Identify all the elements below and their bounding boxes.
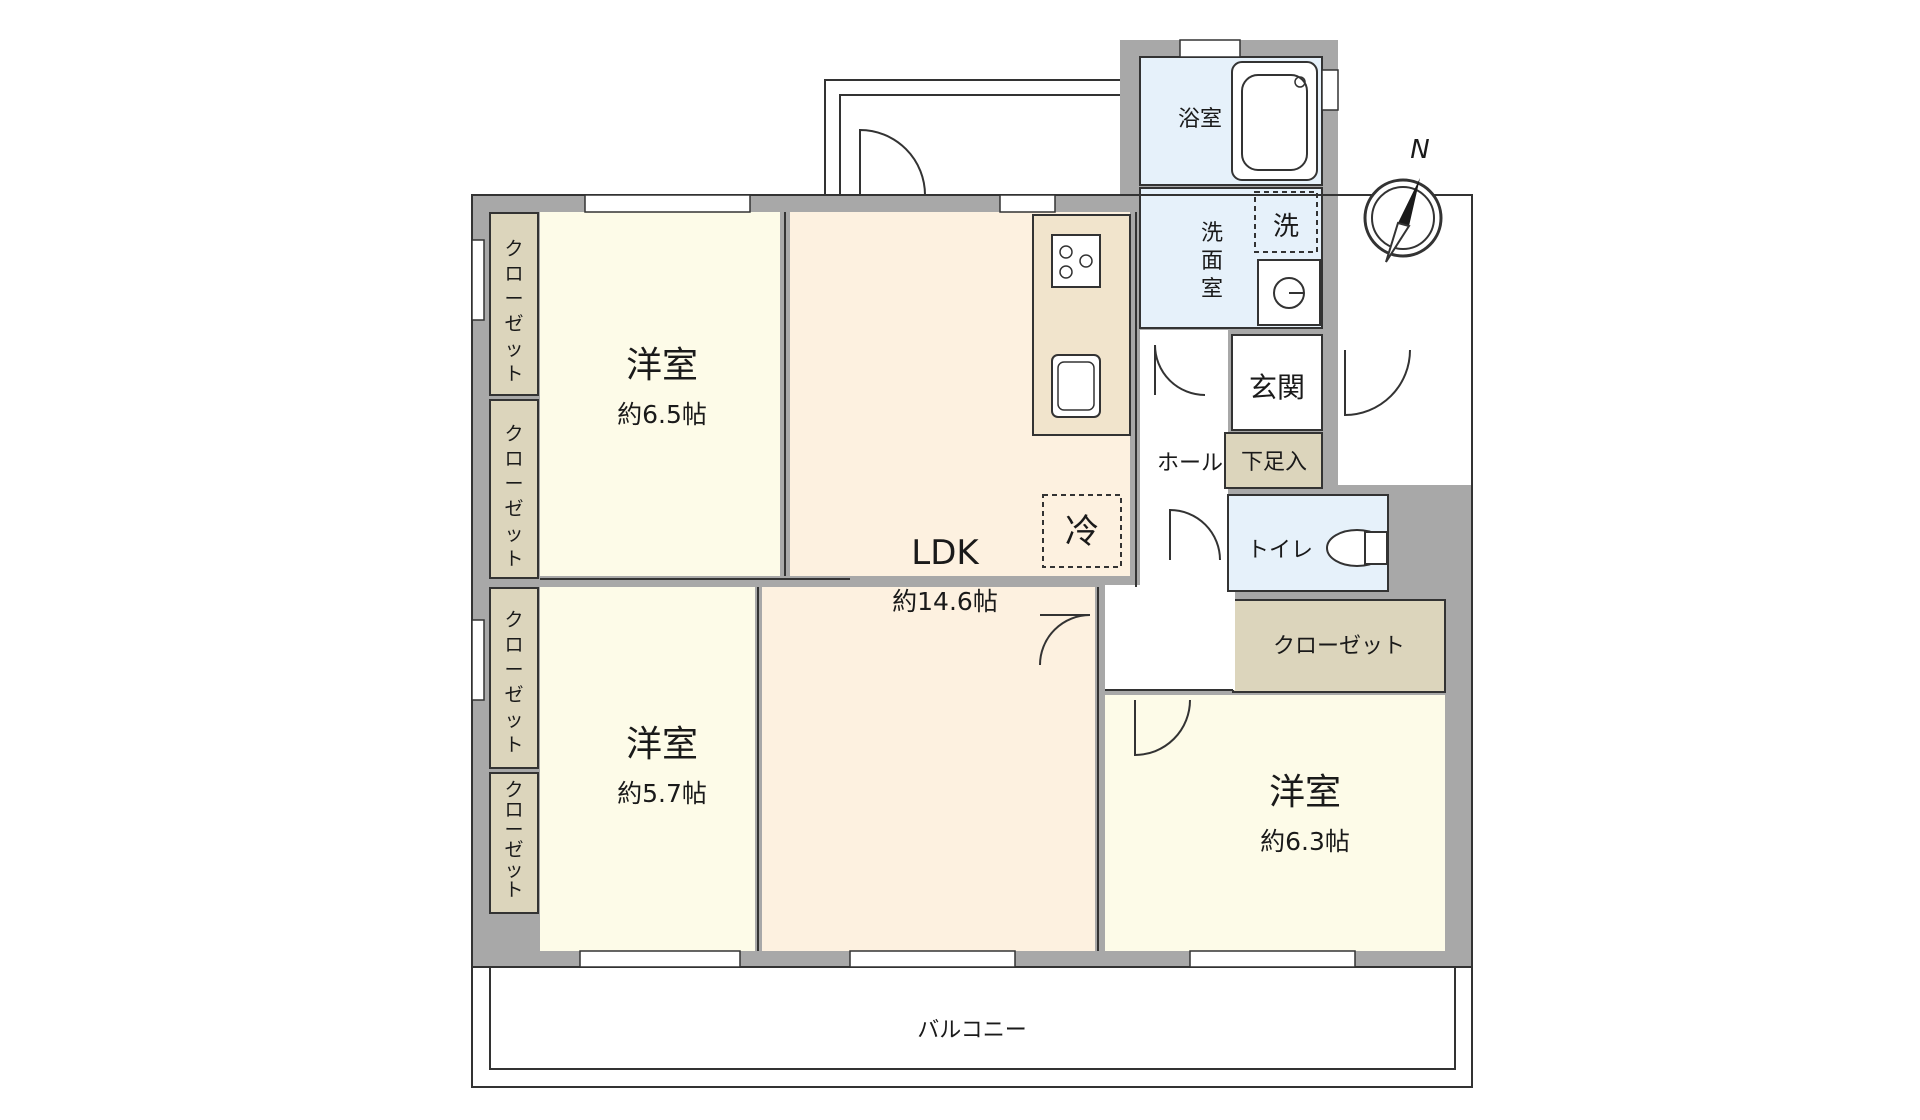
fridge-space: 冷	[1042, 494, 1122, 568]
closet-char: ク	[504, 423, 523, 445]
closet-char: ク	[504, 609, 523, 631]
closet-char: ト	[504, 548, 523, 570]
room-name-western-1: 洋室	[626, 345, 698, 386]
room-name-toilet: トイレ	[1247, 538, 1313, 563]
closet-char: ロ	[504, 799, 523, 821]
labels: 洋室 約6.5帖 洋室 約5.7帖 洋室 約6.3帖 LDK 約14.6帖 浴室…	[617, 107, 1405, 1043]
bathtub-icon	[1231, 61, 1318, 181]
washer-label: 洗	[1273, 212, 1299, 242]
closet-char: ー	[504, 819, 523, 841]
washroom-char-3: 室	[1201, 277, 1223, 302]
closet-left-1: ク ロ ー ゼ ッ ト	[504, 238, 523, 385]
room-name-western-2: 洋室	[626, 724, 698, 765]
room-area-ldk: 約14.6帖	[892, 587, 998, 616]
room-name-entrance: 玄関	[1249, 371, 1305, 404]
closet-left-3: ク ロ ー ゼ ッ ト	[504, 609, 523, 756]
washer-space: 洗	[1254, 191, 1318, 253]
fridge-label: 冷	[1065, 512, 1099, 552]
stove-icon	[1051, 234, 1101, 288]
room-area-western-3: 約6.3帖	[1260, 827, 1350, 856]
closet-char: ッ	[504, 338, 523, 360]
closet-char: ク	[504, 779, 523, 801]
closet-char: ト	[504, 363, 523, 385]
closet-label-large: クローゼット	[1273, 634, 1405, 659]
toilet-icon	[1326, 529, 1388, 567]
door-swings	[859, 128, 1411, 757]
closet-char: ゼ	[504, 313, 523, 335]
closet-left-4: ク ロ ー ゼ ッ ト	[504, 779, 523, 901]
closet-char: ゼ	[504, 684, 523, 706]
room-name-western-3: 洋室	[1269, 772, 1341, 813]
closet-char: ッ	[504, 523, 523, 545]
closet-char: ゼ	[504, 839, 523, 861]
vertical-closet-labels: ク ロ ー ゼ ッ ト ク ロ ー ゼ ッ ト ク ロ ー ゼ ッ ト ク ロ …	[504, 238, 523, 901]
room-area-western-1: 約6.5帖	[617, 400, 707, 429]
closet-char: ー	[504, 288, 523, 310]
windows	[471, 39, 1356, 968]
closet-char: ー	[504, 659, 523, 681]
closet-char: ト	[504, 879, 523, 901]
room-name-balcony: バルコニー	[917, 1018, 1027, 1043]
room-name-shoe-box: 下足入	[1241, 450, 1307, 475]
closet-char: ロ	[504, 634, 523, 656]
sink-icon	[1051, 354, 1101, 418]
room-name-bath: 浴室	[1178, 107, 1222, 132]
closet-char: ー	[504, 473, 523, 495]
room-name-hall: ホール	[1157, 451, 1223, 476]
room-area-western-2: 約5.7帖	[617, 779, 707, 808]
washroom-char-2: 面	[1201, 249, 1223, 274]
closet-char: ク	[504, 238, 523, 260]
closet-left-2: ク ロ ー ゼ ッ ト	[504, 423, 523, 570]
closet-char: ロ	[504, 448, 523, 470]
washbasin-icon	[1257, 259, 1321, 326]
washroom-char-1: 洗	[1201, 221, 1223, 246]
closet-char: ゼ	[504, 498, 523, 520]
north-label: N	[1410, 135, 1429, 165]
closet-char: ト	[504, 734, 523, 756]
closet-char: ッ	[504, 709, 523, 731]
closet-char: ロ	[504, 263, 523, 285]
north-compass-icon: N	[1363, 135, 1443, 263]
room-name-ldk: LDK	[911, 533, 980, 573]
closet-char: ッ	[504, 859, 523, 881]
